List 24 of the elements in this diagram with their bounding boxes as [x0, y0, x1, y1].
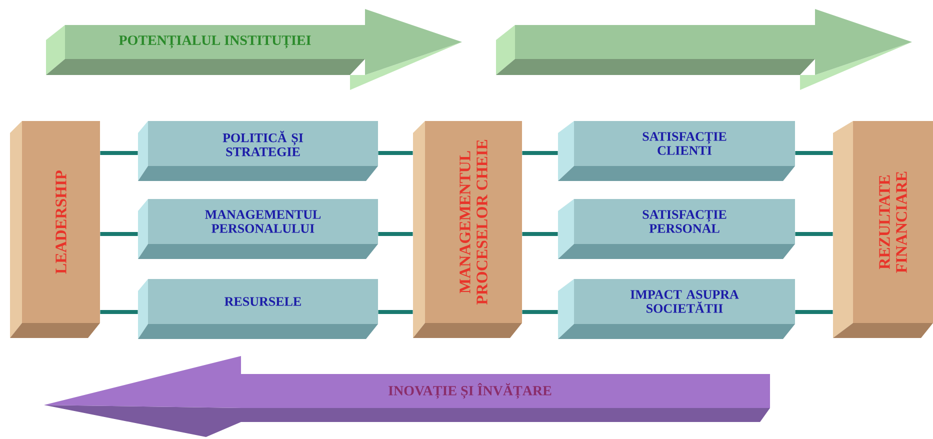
- arrow-banner: POTENȚIALUL INSTITUȚIEI: [46, 9, 462, 90]
- connector-line: [378, 310, 413, 314]
- process-box: IMPACT ASUPRA SOCIETĂTII: [558, 279, 795, 339]
- connector-line: [378, 232, 413, 236]
- process-box: POLITICĂ ȘI STRATEGIE: [138, 121, 378, 181]
- connector-line: [100, 310, 138, 314]
- connector-line: [795, 310, 833, 314]
- process-box: RESURSELE: [138, 279, 378, 339]
- arrow-banner: [496, 9, 912, 90]
- connector-line: [100, 232, 138, 236]
- connector-line: [378, 151, 413, 155]
- arrow-banner: INOVAȚIE ȘI ÎNVĂȚARE: [44, 356, 770, 437]
- connector-line: [795, 232, 833, 236]
- pillar-box: MANAGEMENTUL PROCESELOR CHEIE: [413, 121, 522, 338]
- pillar-box: REZULTATE FINANCIARE: [833, 121, 933, 338]
- connector-line: [522, 310, 558, 314]
- process-box: SATISFACȚIE PERSONAL: [558, 199, 795, 259]
- connector-line: [522, 232, 558, 236]
- connector-line: [522, 151, 558, 155]
- connector-line: [100, 151, 138, 155]
- process-box: SATISFACȚIE CLIENTI: [558, 121, 795, 181]
- pillar-box: LEADERSHIP: [10, 121, 100, 338]
- connector-line: [795, 151, 833, 155]
- process-box: MANAGEMENTUL PERSONALULUI: [138, 199, 378, 259]
